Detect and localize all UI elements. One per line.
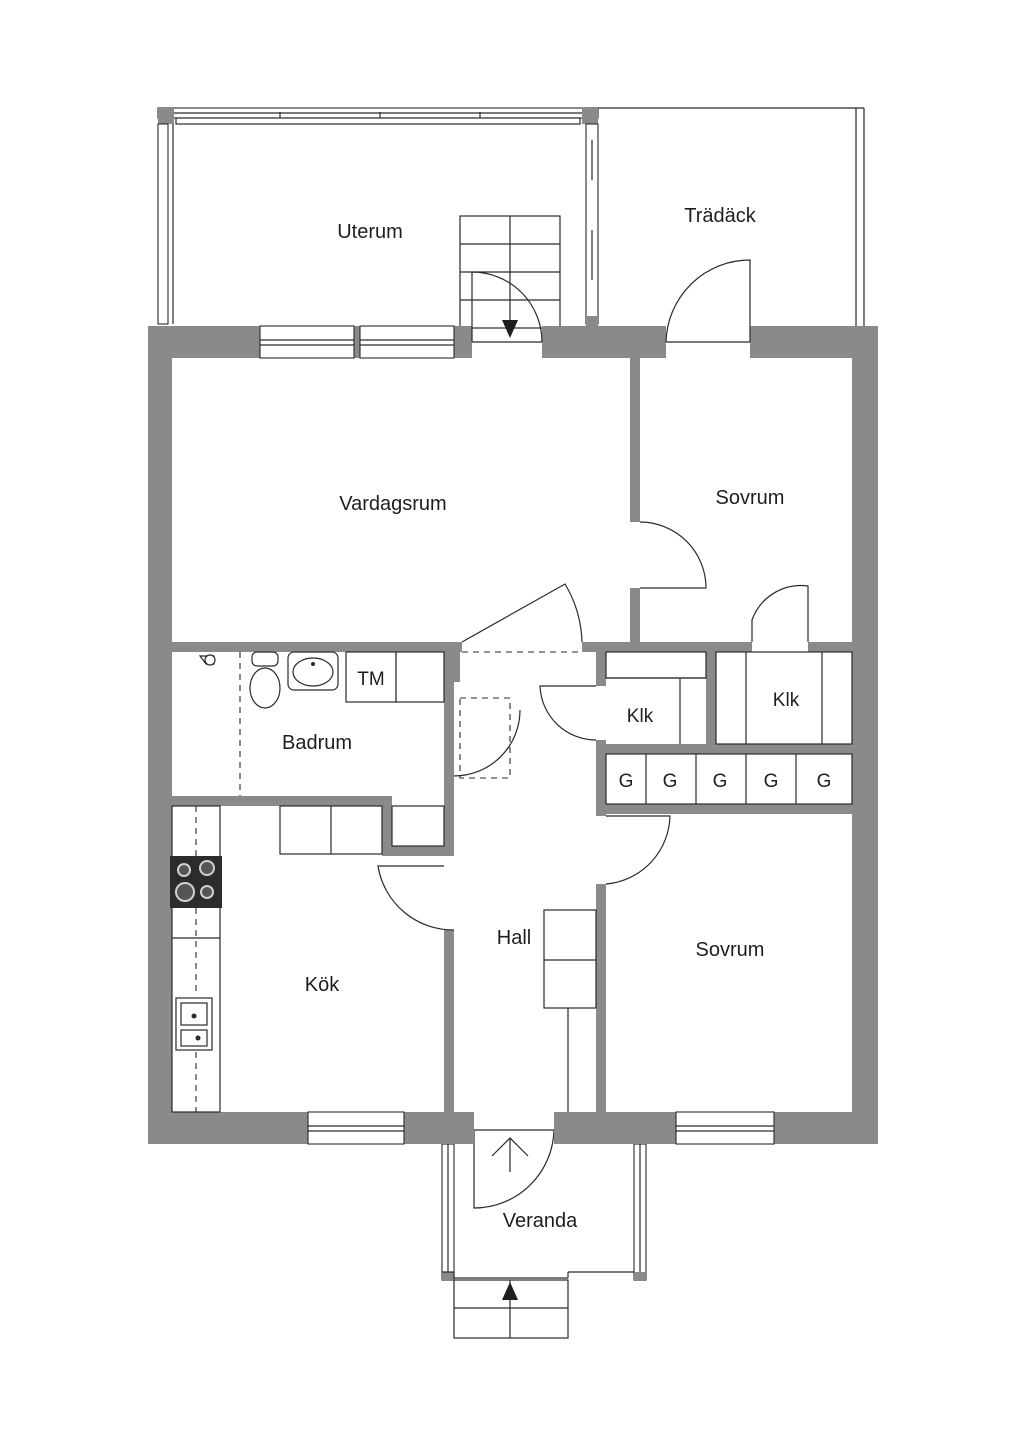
- wardrobe-label: G: [817, 771, 832, 792]
- tm-label: TM: [357, 669, 384, 690]
- wardrobe-row: [605, 753, 853, 805]
- wardrobe-label: G: [663, 771, 678, 792]
- door-uterum: [471, 271, 543, 343]
- door-vardagsrum: [461, 583, 583, 643]
- arrow-down-icon: [502, 320, 518, 338]
- room-label-sovrum-bottom: Sovrum: [696, 939, 765, 961]
- hall-wardrobe: [543, 909, 597, 1009]
- room-label-tradack: Trädäck: [684, 205, 757, 227]
- door-sovrum-top: [639, 521, 707, 589]
- toilet-icon: [251, 651, 279, 667]
- interior-walls: [172, 358, 852, 1112]
- room-label-kok: Kök: [305, 974, 340, 996]
- arrow-up-icon: [491, 1137, 529, 1157]
- room-label-klk-right: Klk: [773, 690, 800, 711]
- uterum-left-glazing: [157, 123, 169, 325]
- windows: [259, 325, 775, 1145]
- room-label-uterum: Uterum: [337, 221, 403, 243]
- room-label-sovrum-top: Sovrum: [716, 487, 785, 509]
- doors: [377, 259, 809, 1209]
- wardrobe-label: G: [619, 771, 634, 792]
- window: [259, 325, 355, 359]
- stove-icon: [170, 856, 222, 908]
- exterior-walls: [148, 326, 878, 1144]
- hall-area: Hall: [497, 909, 597, 1112]
- veranda-area: Veranda: [441, 1130, 647, 1339]
- door-klk-right: [751, 584, 809, 642]
- arrow-up-icon: [502, 1282, 518, 1300]
- closets: Klk Klk G G G G G: [605, 651, 853, 805]
- window: [359, 325, 455, 359]
- door-kok: [377, 865, 455, 931]
- kitchen-fixtures: Kök: [170, 805, 445, 1113]
- wardrobe-label: G: [764, 771, 779, 792]
- door-badrum: [453, 709, 521, 777]
- door-tradack: [665, 259, 751, 343]
- door-sovrum-bottom: [605, 815, 671, 885]
- room-label-vardagsrum: Vardagsrum: [339, 493, 446, 515]
- room-label-badrum: Badrum: [282, 732, 352, 754]
- wardrobe-label: G: [713, 771, 728, 792]
- window: [307, 1111, 405, 1145]
- door-entrance: [473, 1129, 555, 1209]
- bathroom-fixtures: TM Badrum: [198, 651, 445, 796]
- washing-machine: [345, 651, 397, 703]
- tradack-area: Trädäck: [598, 107, 865, 326]
- room-label-veranda: Veranda: [503, 1210, 578, 1232]
- uterum-area: Uterum: [157, 107, 599, 338]
- room-label-klk-left: Klk: [627, 706, 654, 727]
- room-label-hall: Hall: [497, 927, 531, 949]
- window: [675, 1111, 775, 1145]
- door-klk-left: [539, 685, 597, 741]
